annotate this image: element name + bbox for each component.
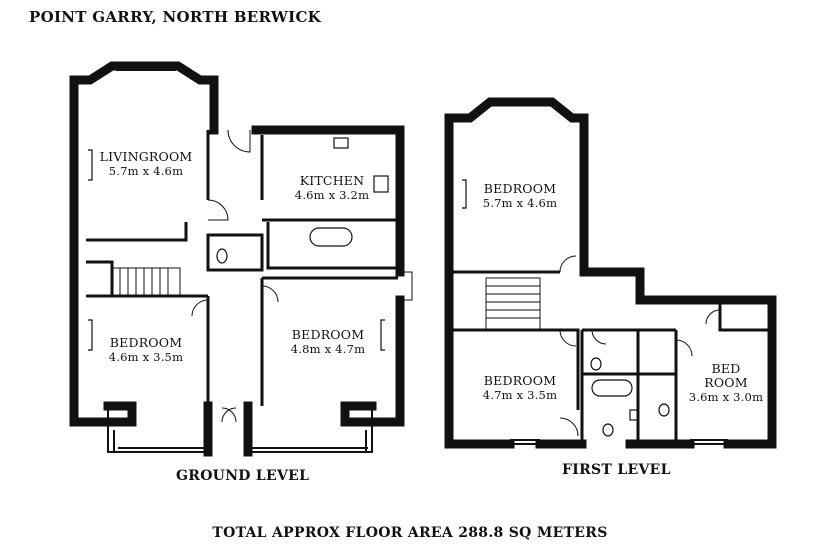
first-toilet-2: [602, 423, 614, 437]
first-door-bedroom1: [559, 255, 577, 273]
ground-outer-wall-south-left: [103, 401, 137, 427]
first-outer-wall-west: [444, 113, 515, 449]
ground-bay-window-north: [116, 62, 176, 71]
room-label-bedroom-first-right: BED ROOM 3.6m x 3.0m: [686, 361, 766, 405]
ground-bay-window-south-right: [248, 406, 373, 453]
room-dimensions: 4.8m x 4.7m: [290, 342, 366, 356]
first-bay-window-north: [494, 99, 548, 106]
first-wall-landing: [453, 328, 580, 410]
room-label-bedroom-first-bottom: BEDROOM 4.7m x 3.5m: [470, 373, 570, 403]
room-name: LIVINGROOM: [99, 149, 193, 164]
ground-outer-wall-west: [69, 75, 137, 427]
ground-door-living: [207, 199, 229, 221]
first-level-label: FIRST LEVEL: [562, 462, 671, 478]
room-dimensions: 4.6m x 3.5m: [108, 350, 184, 364]
room-label-bedroom-ground-right: BEDROOM 4.8m x 4.7m: [278, 327, 378, 357]
first-bath-tub: [591, 379, 633, 397]
ground-wall-living-south: [86, 222, 188, 242]
ground-outer-wall-east: [340, 295, 405, 427]
first-window-south-2: [690, 439, 728, 445]
ground-wall-bath: [266, 222, 398, 270]
first-toilet-3: [658, 403, 670, 417]
ground-wc-toilet: [216, 248, 228, 264]
ground-door-kitchen: [227, 129, 251, 153]
first-fireplace: [462, 179, 467, 209]
ground-level-label: GROUND LEVEL: [176, 468, 310, 484]
ground-door-porch: [221, 407, 237, 423]
ground-level-plan: [69, 61, 413, 457]
ground-outer-wall-kitchen-north: [251, 125, 405, 277]
first-door-bedroom3: [675, 339, 693, 357]
ground-bay-window-south-left: [107, 406, 208, 453]
room-name-line1: BED: [711, 361, 741, 376]
room-name: BEDROOM: [483, 181, 557, 196]
first-door-bedroom2: [559, 329, 577, 347]
room-dimensions: 4.7m x 3.5m: [482, 388, 558, 402]
ground-wall-wc: [206, 233, 264, 272]
ground-outer-wall-porch: [203, 401, 253, 457]
room-name: KITCHEN: [299, 173, 365, 188]
room-dimensions: 3.6m x 3.0m: [688, 390, 764, 404]
room-dimensions: 4.6m x 3.2m: [294, 188, 370, 202]
room-label-bedroom-ground-left: BEDROOM 4.6m x 3.5m: [96, 335, 196, 365]
room-label-kitchen: KITCHEN 4.6m x 3.2m: [282, 173, 382, 203]
room-label-livingroom: LIVINGROOM 5.7m x 4.6m: [96, 149, 196, 179]
first-basin: [629, 409, 639, 421]
room-name: BEDROOM: [483, 373, 557, 388]
ground-fireplace-living: [88, 149, 93, 181]
ground-bath-tub: [309, 227, 353, 247]
room-dimensions: 5.7m x 4.6m: [482, 196, 558, 210]
total-floor-area: TOTAL APPROX FLOOR AREA 288.8 SQ METERS: [212, 525, 608, 541]
first-toilet-1: [590, 357, 602, 371]
ground-door-hall-right: [261, 285, 279, 303]
first-door-wc: [559, 417, 579, 437]
first-door-bath: [591, 329, 607, 345]
first-stairs: [485, 277, 541, 330]
room-name-line2: ROOM: [704, 375, 748, 390]
ground-kitchen-hob: [373, 175, 389, 193]
first-window-south-1: [510, 439, 540, 445]
ground-outer-wall-north-bay: [69, 61, 219, 135]
ground-door-hall-left: [191, 299, 209, 317]
ground-stairs: [112, 267, 181, 296]
room-label-bedroom-first-top: BEDROOM 5.7m x 4.6m: [470, 181, 570, 211]
first-wall-bath: [580, 330, 676, 440]
first-level-plan: [444, 97, 777, 449]
ground-fireplace-right: [380, 319, 385, 351]
ground-kitchen-sink: [333, 137, 349, 149]
first-door-small-room: [705, 309, 721, 325]
room-name: BEDROOM: [109, 335, 183, 350]
ground-outer-wall-south-right: [340, 401, 377, 427]
first-outer-wall-north-bay: [444, 97, 777, 449]
room-name: BEDROOM: [291, 327, 365, 342]
ground-wall-stair-box: [86, 260, 208, 298]
ground-door-east: [398, 271, 413, 301]
page-title: POINT GARRY, NORTH BERWICK: [29, 8, 322, 26]
room-dimensions: 5.7m x 4.6m: [108, 164, 184, 178]
ground-fireplace-left: [88, 319, 93, 351]
ground-wall-hall: [206, 278, 264, 406]
